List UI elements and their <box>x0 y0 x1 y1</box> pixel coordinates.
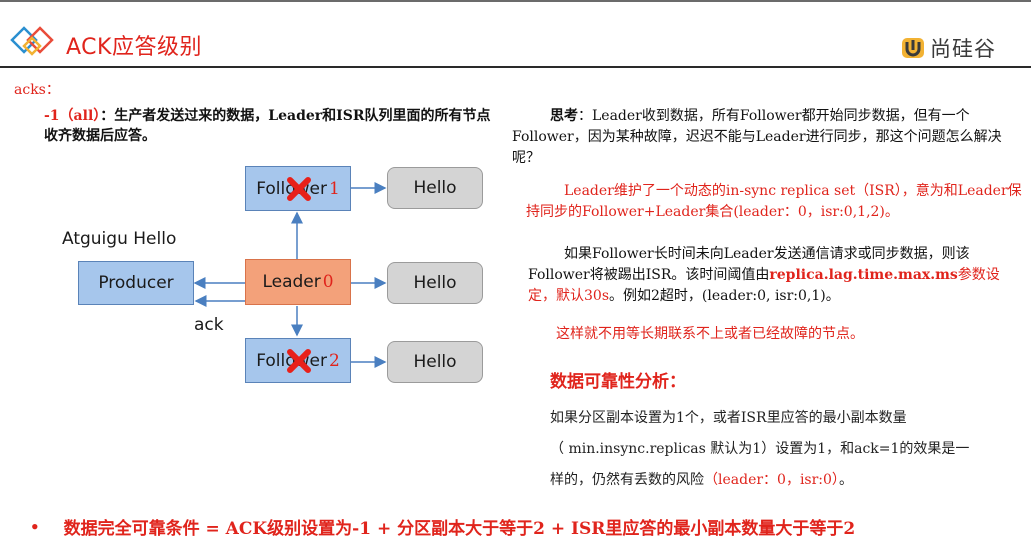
page-title: ACK应答级别 <box>66 35 202 60</box>
slide-header: ACK应答级别 尚硅谷 <box>0 2 1031 68</box>
follower-1-number: 1 <box>328 178 340 199</box>
think-label: 思考 <box>550 108 578 124</box>
timeout-text-3: 。例如2超时，(leader:0, isr:0,1)。 <box>609 288 840 304</box>
header-divider <box>0 66 1031 68</box>
leader-number: 0 <box>322 272 334 292</box>
acks-all-value: -1（all） <box>44 108 101 124</box>
reliability-line-2: （ min.insync.replicas 默认为1）设置为1，和ack=1的效… <box>550 441 970 457</box>
timeout-paragraph: 如果Follower长时间未向Leader发送通信请求或同步数据，则该Follo… <box>528 244 1022 307</box>
reliable-condition: • 数据完全可靠条件 = ACK级别设置为-1 + 分区副本大于等于2 + IS… <box>30 514 856 540</box>
top-rule <box>0 0 1031 2</box>
diamond-logo-icon <box>10 26 54 56</box>
hello-box-follower-1: Hello <box>387 167 483 209</box>
hello-box-leader: Hello <box>387 262 483 304</box>
timeout-param: replica.lag.time.max.ms <box>769 267 958 283</box>
shangguigu-logo-icon <box>902 38 924 58</box>
isr-paragraph: Leader维护了一个动态的in-sync replica set（ISR），意… <box>526 183 1022 220</box>
hello-label: Hello <box>413 352 457 372</box>
red-x-icon <box>287 349 311 373</box>
reliability-line-3: 样的，仍然有丢数的风险（leader：0，isr:0）。 <box>550 465 1020 496</box>
follower-1-label: Follower <box>256 178 327 199</box>
acks-label: acks： <box>14 82 60 98</box>
no-wait-note: 这样就不用等长期联系不上或者已经故障的节点。 <box>556 326 864 342</box>
producer-label: Producer <box>98 273 174 293</box>
client-message: Atguigu Hello <box>62 229 177 249</box>
acks-all-text: ：生产者发送过来的数据，Leader和ISR队列里面的所有节点收齐数据后应答。 <box>44 108 491 144</box>
reliable-condition-text: 数据完全可靠条件 = ACK级别设置为-1 + 分区副本大于等于2 + ISR里… <box>63 519 856 539</box>
brand-logo: 尚硅谷 <box>900 33 996 63</box>
follower-2-label: Follower <box>256 350 327 371</box>
bullet: • <box>30 517 40 536</box>
think-text: ：Leader收到数据，所有Follower都开始同步数据，但有一个Follow… <box>512 108 1002 166</box>
hello-label: Hello <box>413 178 457 198</box>
red-x-icon <box>287 177 311 201</box>
acks-all-description: -1（all）：生产者发送过来的数据，Leader和ISR队列里面的所有节点收齐… <box>44 106 494 146</box>
timeout-text-1: 如果Follower长时间未向Leader发送通信请求或同步数据，则该Follo… <box>528 246 970 283</box>
diagram-arrows <box>193 182 387 368</box>
producer-box: Producer <box>78 261 194 305</box>
reliability-line-3-example: （leader：0，isr:0） <box>704 472 839 488</box>
think-paragraph: 思考：Leader收到数据，所有Follower都开始同步数据，但有一个Foll… <box>512 106 1022 169</box>
timeout-text-2: 参数设定，默认30s <box>528 267 1000 304</box>
reliability-line-3-text: 样的，仍然有丢数的风险 <box>550 472 704 488</box>
hello-label: Hello <box>413 273 457 293</box>
follower-2-number: 2 <box>328 350 340 371</box>
ack-label: ack <box>194 315 224 335</box>
reliability-title: 数据可靠性分析： <box>550 372 686 392</box>
leader-label: Leader <box>262 272 321 292</box>
hello-box-follower-2: Hello <box>387 341 483 383</box>
reliability-line-1: 如果分区副本设置为1个，或者ISR里应答的最小副本数量 <box>550 410 907 426</box>
brand-name: 尚硅谷 <box>930 37 996 61</box>
reliability-line-3-end: 。 <box>838 472 853 488</box>
